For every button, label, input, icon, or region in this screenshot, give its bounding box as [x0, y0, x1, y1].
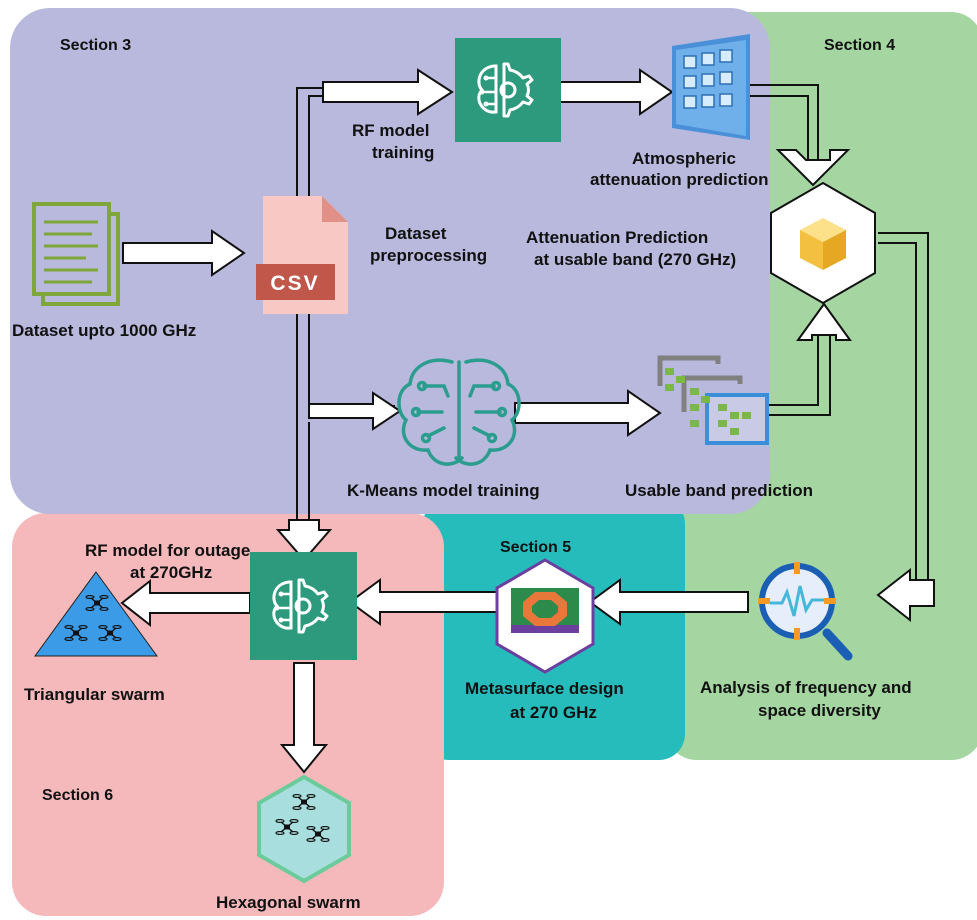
rf-outage-ml-icon: [250, 552, 357, 660]
csv-file-icon: CSV: [256, 196, 348, 314]
hexagonal-label: Hexagonal swarm: [216, 893, 361, 912]
triangular-label: Triangular swarm: [24, 685, 165, 704]
connector-lines: [296, 84, 929, 602]
dataset-label: Dataset upto 1000 GHz: [12, 321, 196, 340]
section-4-label: Section 4: [824, 37, 895, 54]
atmos-label-1: Atmospheric: [632, 149, 736, 168]
atten-pred-label-1: Attenuation Prediction: [526, 228, 708, 247]
rf-outage-label-1: RF model for outage: [85, 541, 250, 560]
kmeans-label: K-Means model training: [347, 481, 540, 500]
document-icon: [32, 202, 120, 306]
csv-text: CSV: [270, 272, 319, 295]
section-3-panel: [10, 8, 770, 514]
atmos-label-2: attenuation prediction: [590, 170, 769, 189]
neural-brain-icon: [397, 358, 521, 466]
drone-hexagon-icon: [257, 774, 351, 884]
block-arrows: [120, 68, 935, 774]
rf-training-label-2: training: [372, 143, 434, 162]
rf-outage-label-2: at 270GHz: [130, 563, 212, 582]
signal-magnifier-icon: [758, 562, 853, 661]
metasurface-label-1: Metasurface design: [465, 679, 624, 698]
preprocessing-label-1: Dataset: [385, 224, 447, 243]
preprocessing-label-2: preprocessing: [370, 246, 487, 265]
section-6-panel: [12, 513, 444, 916]
rf-training-ml-icon: [455, 38, 561, 142]
stacked-panels-icon: [657, 355, 769, 445]
section-6-label: Section 6: [42, 787, 113, 804]
rf-training-label-1: RF model: [352, 121, 429, 140]
analysis-label-2: space diversity: [758, 701, 881, 720]
atten-pred-label-2: at usable band (270 GHz): [534, 250, 736, 269]
cube-hexagon-icon: [770, 181, 876, 305]
metasurface-label-2: at 270 GHz: [510, 703, 597, 722]
analysis-label-1: Analysis of frequency and: [700, 678, 912, 697]
section-5-label: Section 5: [500, 539, 571, 556]
drone-triangle-icon: [34, 571, 158, 657]
grid-panel-icon: [672, 34, 750, 140]
usable-band-label: Usable band prediction: [625, 481, 813, 500]
metasurface-hexagon-icon: [495, 558, 595, 674]
section-3-label: Section 3: [60, 37, 131, 54]
